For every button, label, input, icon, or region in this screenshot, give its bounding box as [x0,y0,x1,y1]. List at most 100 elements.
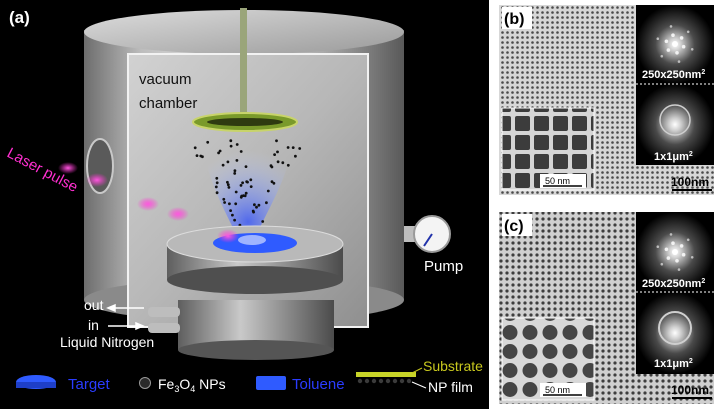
fft-spot [690,48,694,51]
fft-top-sup: 2 [701,278,705,285]
panel-b-scale: 100nm [671,175,709,189]
nanoparticle [265,201,268,205]
fft-spot [669,233,673,236]
nanoparticle [294,154,297,158]
fft-spot [666,48,671,52]
nanoparticle [228,202,231,206]
legend-nps: Fe3O4 NPs [158,376,226,394]
nanoparticle [221,163,225,167]
nanoparticle [266,189,270,193]
nanoparticle [226,160,230,164]
nanoparticle [229,144,233,148]
nanoparticle [241,181,245,185]
legend-toluene: Toluene [292,376,345,393]
laser-pulse-spot [167,207,189,221]
nanoparticle [298,147,302,150]
fft-spot [690,255,694,259]
nanoparticle [249,178,253,182]
fft-spot [675,259,679,263]
nanoparticle [276,150,279,154]
panel-c-scale: 100nm [671,383,709,397]
nps-sub1: 3 [174,384,179,394]
nanoparticle [233,169,237,173]
fft-bottom-base: 1x1μm [654,151,689,163]
stage-bottom [167,266,343,294]
fft-spot [681,44,686,49]
nanoparticle [270,180,274,184]
panel-b-inset-scale-box [540,174,586,188]
laser-pulse-spot [58,162,78,174]
film-particle [378,378,384,384]
nanoparticle [243,194,247,198]
cooling-base [148,300,334,360]
nanoparticle [251,209,255,213]
legend-np-film: NP film [428,379,473,395]
panel-c-fft-spots [656,233,694,271]
fft-top-sup: 2 [701,69,705,76]
panel-c-inset-scale-box [540,383,586,397]
nanoparticle [253,203,256,207]
legend-target-icon-side [16,382,56,388]
nanoparticle [233,218,237,222]
in-arrowhead [135,321,145,331]
panel-b-tag-box [502,7,532,29]
nanoparticle [223,201,227,204]
panel-b-fft-spots [656,25,694,63]
nanoparticle [286,163,290,167]
panel-c: (c) 250x250nm2 1x1μm2 50 nm 100nm [499,212,714,404]
nitrogen-inlet [148,323,180,333]
film-particle [385,378,391,384]
fft-spot [675,51,679,55]
fft-spot [677,268,681,271]
nanoparticle [249,185,253,189]
nanoparticle [199,154,203,158]
nanoparticle [195,154,199,158]
fft-bottom-base: 1x1μm [654,358,689,370]
nitrogen-outlet [148,307,180,317]
panel-c-fft-top-label: 250x250nm2 [642,278,705,290]
laser-pulses [58,162,239,243]
nanoparticle [214,185,218,189]
nanoparticle [235,143,239,146]
target-stage [166,225,344,294]
legend-nps-icon [139,377,151,389]
nanoparticle [276,160,280,164]
film-particle [371,378,377,384]
panel-b-fft-bottom-label: 1x1μm2 [654,151,693,163]
nps-o: O [179,376,190,392]
pump [404,215,451,253]
fft-spot [669,25,673,28]
nanoparticle [269,164,273,168]
film-particle [399,378,405,384]
nitrogen-arrows [106,303,145,331]
nanoparticle [239,150,243,153]
panel-b-inset-scale: 50 nm [545,176,570,186]
laser-pulse-spot [137,197,159,211]
nanoparticle [222,197,226,201]
holder-rod [240,8,247,118]
nanoparticle [286,146,290,149]
nanoparticle [291,146,295,150]
fft-spot [660,54,664,58]
fft-spot [671,33,675,37]
substrate-holder [192,8,298,132]
legend-film-icon [357,378,412,384]
fft-spot [664,247,669,252]
nanoparticle [245,180,249,184]
fft-spot [656,245,660,248]
substrate-leader [411,367,423,374]
nanoparticle [234,202,238,206]
nanoparticle [244,191,248,195]
nanoparticle [281,161,285,165]
panel-c-fft-bottom-label: 1x1μm2 [654,358,693,370]
out-arrowhead [106,303,116,313]
fft-spot [671,241,675,245]
nanoparticle [239,195,243,199]
chamber-label: chamber [139,95,197,112]
panel-c-fft-ring [658,311,692,345]
legend-toluene-icon [256,376,286,390]
film-particle [357,378,363,384]
fft-bottom-sup: 2 [689,151,693,158]
base-bottom [178,340,334,360]
